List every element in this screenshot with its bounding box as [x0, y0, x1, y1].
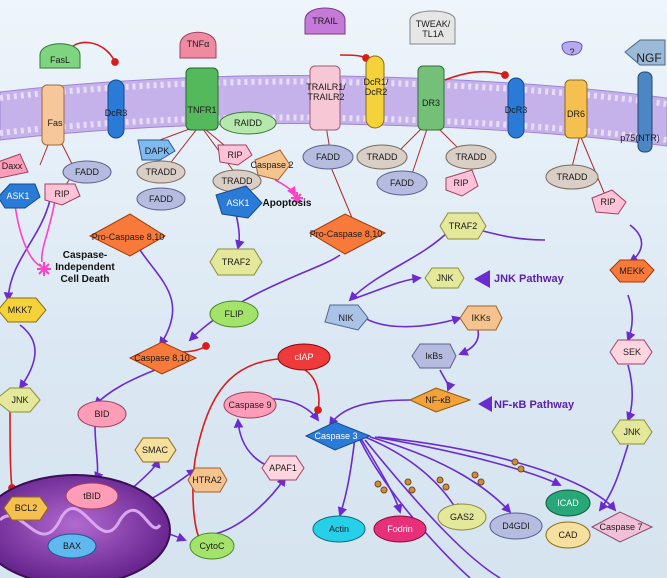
caspase810-label: Caspase 8,10: [134, 353, 190, 363]
tnfa-label: TNFα: [186, 39, 210, 49]
dcr3-left-label: DcR3: [104, 108, 128, 118]
nfkb-label: NF-κB: [425, 395, 451, 405]
dcr3-right-label: DcR3: [504, 105, 528, 115]
htra2-label: HTRA2: [192, 475, 222, 485]
gas2-label: GAS2: [449, 512, 475, 522]
fadd-fas-label: FADD: [74, 167, 100, 177]
jnk-mid-label: JNK: [436, 273, 454, 283]
ikks-label: IKKs: [471, 313, 491, 323]
rip-dr3-label: RIP: [453, 178, 469, 188]
jnk-left-label: JNK: [11, 395, 29, 405]
trailr-label: TRAILR1/ TRAILR2: [306, 82, 346, 102]
cad-label: CAD: [558, 530, 578, 540]
d4gdi-label: D4GDI: [502, 521, 530, 531]
caspase9-label: Caspase 9: [228, 400, 272, 410]
tradd-tnf1-label: TRADD: [145, 167, 177, 177]
rip-dr6-label: RIP: [600, 197, 616, 207]
mkk7-label: MKK7: [7, 305, 33, 315]
raidd-label: RAIDD: [233, 118, 263, 128]
ask1-mid-label: ASK1: [226, 198, 250, 208]
nfkb-pathway-label: NF-κB Pathway: [494, 399, 575, 411]
tbid-label: tBID: [83, 491, 101, 501]
tradd-dr3a-label: TRADD: [366, 152, 398, 162]
caspase3-label: Caspase 3: [314, 431, 358, 441]
tradd-dr6-label: TRADD: [556, 172, 588, 182]
dr6-label: DR6: [566, 109, 586, 119]
sek-label: SEK: [622, 347, 642, 357]
fadd-tnf-label: FADD: [148, 194, 174, 204]
dapk-label: DAPK: [144, 146, 170, 156]
ask1-left-label: ASK1: [6, 191, 30, 201]
trail-label: TRAIL: [312, 16, 338, 26]
rip-tnf-label: RIP: [227, 150, 243, 160]
procasp-left-label: Pro-Caspase 8,10: [91, 232, 165, 242]
mekk-label: MEKK: [619, 266, 645, 276]
scissors-icons: [374, 458, 525, 494]
fas-label: Fas: [47, 118, 63, 128]
flip-label: FLIP: [224, 309, 244, 319]
bax-label: BAX: [62, 541, 82, 551]
tradd-tnf2-label: TRADD: [221, 176, 253, 186]
rip-fas-label: RIP: [54, 189, 70, 199]
bid-label: BID: [94, 409, 110, 419]
p75-label: p75(NTR): [620, 133, 660, 143]
procasp-right-label: Pro-Caspase 8,10: [309, 229, 383, 239]
caspase7-label: Caspase 7: [599, 522, 643, 532]
traf2-mid-label: TRAF2: [221, 257, 251, 267]
tradd-dr3b-label: TRADD: [455, 152, 487, 162]
ciap-label: cIAP: [294, 352, 314, 362]
nik-label: NIK: [338, 313, 354, 323]
jnk-pathway-label: JNK Pathway: [494, 273, 564, 285]
apaf1-label: APAF1: [269, 463, 297, 473]
burst-icons: [37, 192, 303, 276]
receptors: [41, 55, 653, 153]
fodrin-label: Fodrin: [387, 524, 413, 534]
tweak-label: TWEAK/ TL1A: [415, 19, 451, 39]
fasl-label: FasL: [49, 55, 71, 65]
pathway-arrow-icons: [474, 270, 492, 412]
cytoc-label: CytoC: [199, 541, 225, 551]
dr3-label: DR3: [421, 98, 441, 108]
jnk-right-label: JNK: [623, 427, 641, 437]
caspase-independent-label: Caspase- Independent Cell Death: [55, 250, 115, 285]
fadd-trail-label: FADD: [315, 152, 341, 162]
bcl2-label: BCL2: [14, 503, 38, 513]
tnfr1-label: TNFR1: [187, 105, 217, 115]
ixbs-label: IκBs: [425, 351, 443, 361]
apoptosis-label: Apoptosis: [262, 198, 312, 209]
smac-label: SMAC: [141, 445, 169, 455]
caspase2-label: Caspase 2: [250, 160, 294, 170]
daxx-label: Daxx: [1, 161, 23, 171]
actin-label: Actin: [328, 524, 350, 534]
traf2-dr3-label: TRAF2: [448, 221, 478, 231]
icad-label: ICAD: [557, 498, 579, 508]
node-shapes: [0, 7, 666, 560]
dcr12-label: DcR1/ DcR2: [363, 77, 389, 97]
fadd-dr3-label: FADD: [389, 178, 415, 188]
ngf-label: NGF: [636, 51, 662, 65]
question-label: ?: [569, 47, 575, 57]
